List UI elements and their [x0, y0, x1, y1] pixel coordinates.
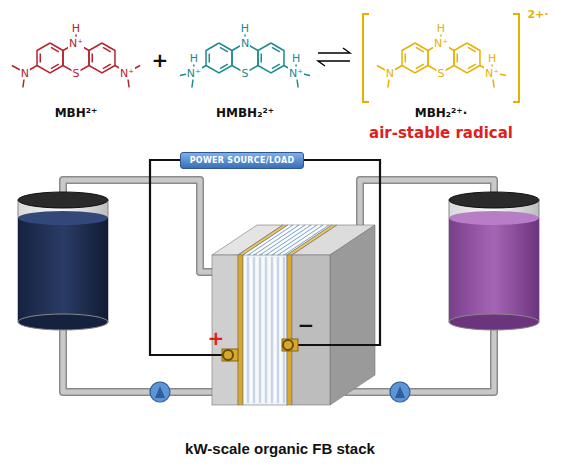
anolyte-tank [18, 192, 108, 330]
atom-label: H [240, 22, 250, 35]
atom-label: N [240, 37, 250, 50]
positive-terminal: + [208, 326, 225, 350]
cell-layer [284, 257, 285, 403]
plus-sign: + [152, 48, 169, 72]
atom-label: N⁺ [433, 37, 449, 50]
highlight-note: air-stable radical [369, 124, 513, 142]
node-text: POWER SOURCE/LOAD [190, 156, 295, 165]
cell-layer [269, 257, 270, 403]
cell-layer [263, 257, 264, 403]
cell-layer [278, 257, 279, 403]
compound-name: HMBH₂²⁺ [216, 106, 274, 120]
catholyte-tank [449, 192, 539, 330]
charge-label: 2+· [527, 8, 548, 21]
bracket [363, 14, 519, 102]
molecule [12, 28, 140, 88]
cell-layer [248, 257, 249, 403]
atom-label: H [291, 51, 301, 64]
negative-terminal: − [298, 313, 315, 337]
cell-layer [257, 257, 258, 403]
cell-layer [254, 257, 255, 403]
terminal [222, 339, 298, 361]
equilibrium-arrow [318, 48, 350, 66]
atom-label: S [241, 67, 250, 80]
cell-layer [251, 257, 252, 403]
molecule [377, 28, 506, 88]
molecule [180, 28, 310, 88]
cell-layer [281, 257, 282, 403]
atom-label: N [20, 66, 30, 79]
cell-layer [272, 257, 273, 403]
atom-label: S [437, 67, 446, 80]
atom-label: S [72, 67, 81, 80]
atom-label: N⁺ [186, 66, 202, 79]
atom-label: H [487, 51, 497, 64]
atom-label: N⁺ [288, 66, 304, 79]
fb-stack [212, 225, 375, 405]
atom-label: H [71, 22, 81, 35]
compound-name: MBH₂²⁺· [415, 106, 468, 120]
atom-label: N⁺ [68, 37, 84, 50]
wire [150, 160, 380, 355]
cell-layer [260, 257, 261, 403]
molecule-structures [12, 28, 506, 88]
cell-layer [266, 257, 267, 403]
power-source-box: POWER SOURCE/LOAD [180, 152, 305, 169]
cell-layer [275, 257, 276, 403]
cell-layer [245, 257, 246, 403]
compound-name: MBH²⁺ [55, 106, 98, 120]
end-plate [292, 225, 375, 405]
atom-label: N⁺ [484, 66, 500, 79]
figure-caption: kW-scale organic FB stack [185, 440, 375, 457]
atom-label: N⁺ [119, 66, 135, 79]
atom-label: N [385, 66, 395, 79]
atom-label: H [189, 51, 199, 64]
atom-label: H [436, 22, 446, 35]
